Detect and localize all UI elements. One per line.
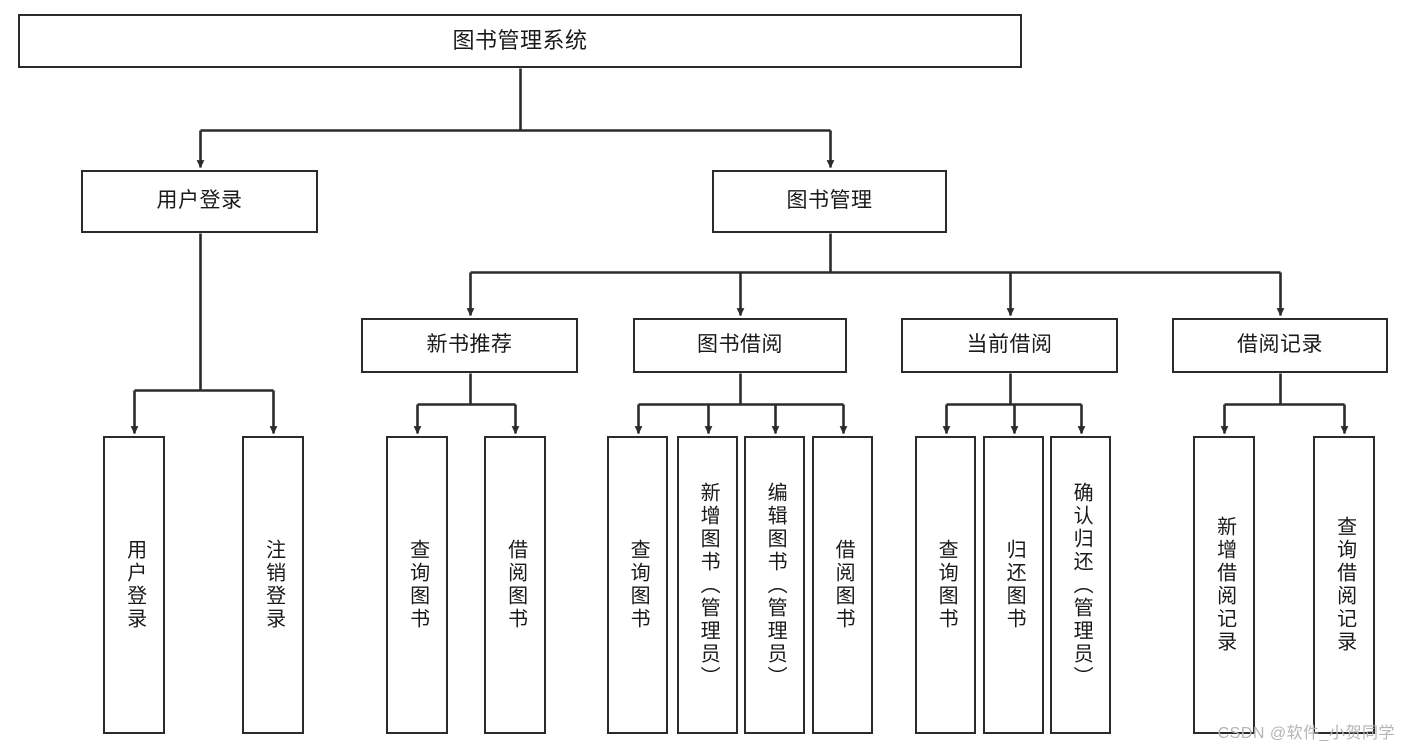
node-l1b[interactable]: 图书管理 (712, 170, 947, 233)
node-lf2[interactable]: 注销登录 (242, 436, 304, 734)
node-label: 新书推荐 (426, 333, 513, 357)
node-lf4[interactable]: 借阅图书 (484, 436, 546, 734)
node-label: 编辑图书（管理员） (764, 481, 787, 689)
node-label: 查询图书 (406, 539, 429, 631)
node-label: 归还图书 (1003, 539, 1026, 631)
node-lf9[interactable]: 查询图书 (915, 436, 976, 734)
node-label: 借阅图书 (832, 539, 855, 631)
node-label: 借阅记录 (1237, 333, 1323, 357)
node-label: 用户登录 (123, 539, 146, 631)
node-l2d[interactable]: 借阅记录 (1172, 318, 1388, 373)
node-label: 新增图书（管理员） (697, 481, 720, 689)
node-lf11[interactable]: 确认归还（管理员） (1050, 436, 1111, 734)
node-label: 注销登录 (262, 539, 285, 631)
node-label: 查询图书 (935, 539, 958, 631)
node-lf13[interactable]: 查询借阅记录 (1313, 436, 1375, 734)
node-label: 当前借阅 (966, 333, 1053, 357)
node-label: 图书管理系统 (452, 27, 588, 53)
node-lf3[interactable]: 查询图书 (386, 436, 448, 734)
node-label: 图书借阅 (697, 333, 783, 357)
node-root[interactable]: 图书管理系统 (18, 14, 1022, 68)
node-label: 图书管理 (786, 189, 873, 213)
node-lf8[interactable]: 借阅图书 (812, 436, 873, 734)
node-lf7[interactable]: 编辑图书（管理员） (744, 436, 805, 734)
node-lf12[interactable]: 新增借阅记录 (1193, 436, 1255, 734)
node-lf1[interactable]: 用户登录 (103, 436, 165, 734)
node-label: 用户登录 (156, 189, 243, 213)
node-l1a[interactable]: 用户登录 (81, 170, 318, 233)
node-lf10[interactable]: 归还图书 (983, 436, 1044, 734)
node-l2a[interactable]: 新书推荐 (361, 318, 578, 373)
node-lf5[interactable]: 查询图书 (607, 436, 668, 734)
node-l2c[interactable]: 当前借阅 (901, 318, 1118, 373)
node-lf6[interactable]: 新增图书（管理员） (677, 436, 738, 734)
watermark-text: CSDN @软件_小贺同学 (1217, 725, 1395, 742)
node-label: 借阅图书 (504, 539, 527, 631)
node-label: 查询借阅记录 (1333, 516, 1356, 654)
node-label: 查询图书 (627, 539, 650, 631)
node-label: 确认归还（管理员） (1070, 481, 1093, 689)
node-label: 新增借阅记录 (1213, 516, 1236, 654)
node-l2b[interactable]: 图书借阅 (633, 318, 847, 373)
